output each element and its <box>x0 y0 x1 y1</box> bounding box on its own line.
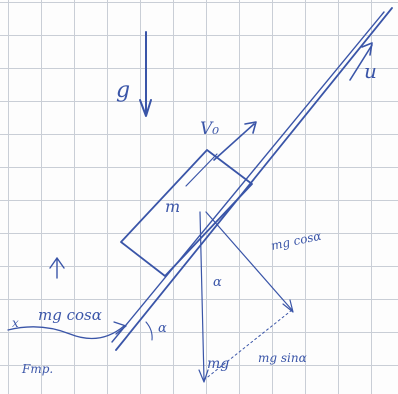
gravity-arrowhead <box>139 99 152 117</box>
friction-force-label: Fтр. <box>21 362 53 376</box>
incline-velocity-label: u <box>364 59 377 83</box>
friction-wavy-line <box>7 325 125 340</box>
component-completion-line <box>203 309 293 381</box>
weight-label: mg <box>207 356 229 372</box>
block-inner-edge <box>185 153 218 187</box>
incline-velocity-arrow <box>349 44 373 81</box>
incline-surface <box>115 7 393 351</box>
tangential-component-label: mg sinα <box>258 351 307 365</box>
incline-velocity-arrowhead <box>361 42 373 56</box>
initial-velocity-arrow <box>213 123 255 161</box>
mass-label: m <box>165 197 180 216</box>
friction-mark-label: x <box>12 316 19 330</box>
gravity-label: g <box>116 78 130 103</box>
initial-velocity-label: V₀ <box>200 119 219 139</box>
initial-velocity-arrowhead <box>244 121 257 134</box>
friction-arrowhead <box>113 321 127 335</box>
angle-arc-base <box>145 321 153 341</box>
friction-component-label: mg cosα <box>38 306 102 324</box>
normal-component-arrow <box>205 211 293 311</box>
weight-arrow <box>199 211 205 381</box>
normal-component-label: mg cosα <box>270 229 323 253</box>
normal-component-arrowhead <box>282 299 294 313</box>
block <box>120 149 253 277</box>
incline-surface-edge <box>111 11 385 343</box>
angle-label-base: α <box>158 321 167 336</box>
friction-direction-mark <box>49 257 65 279</box>
angle-label-body: α <box>213 275 222 290</box>
weight-arrowhead <box>198 369 209 383</box>
